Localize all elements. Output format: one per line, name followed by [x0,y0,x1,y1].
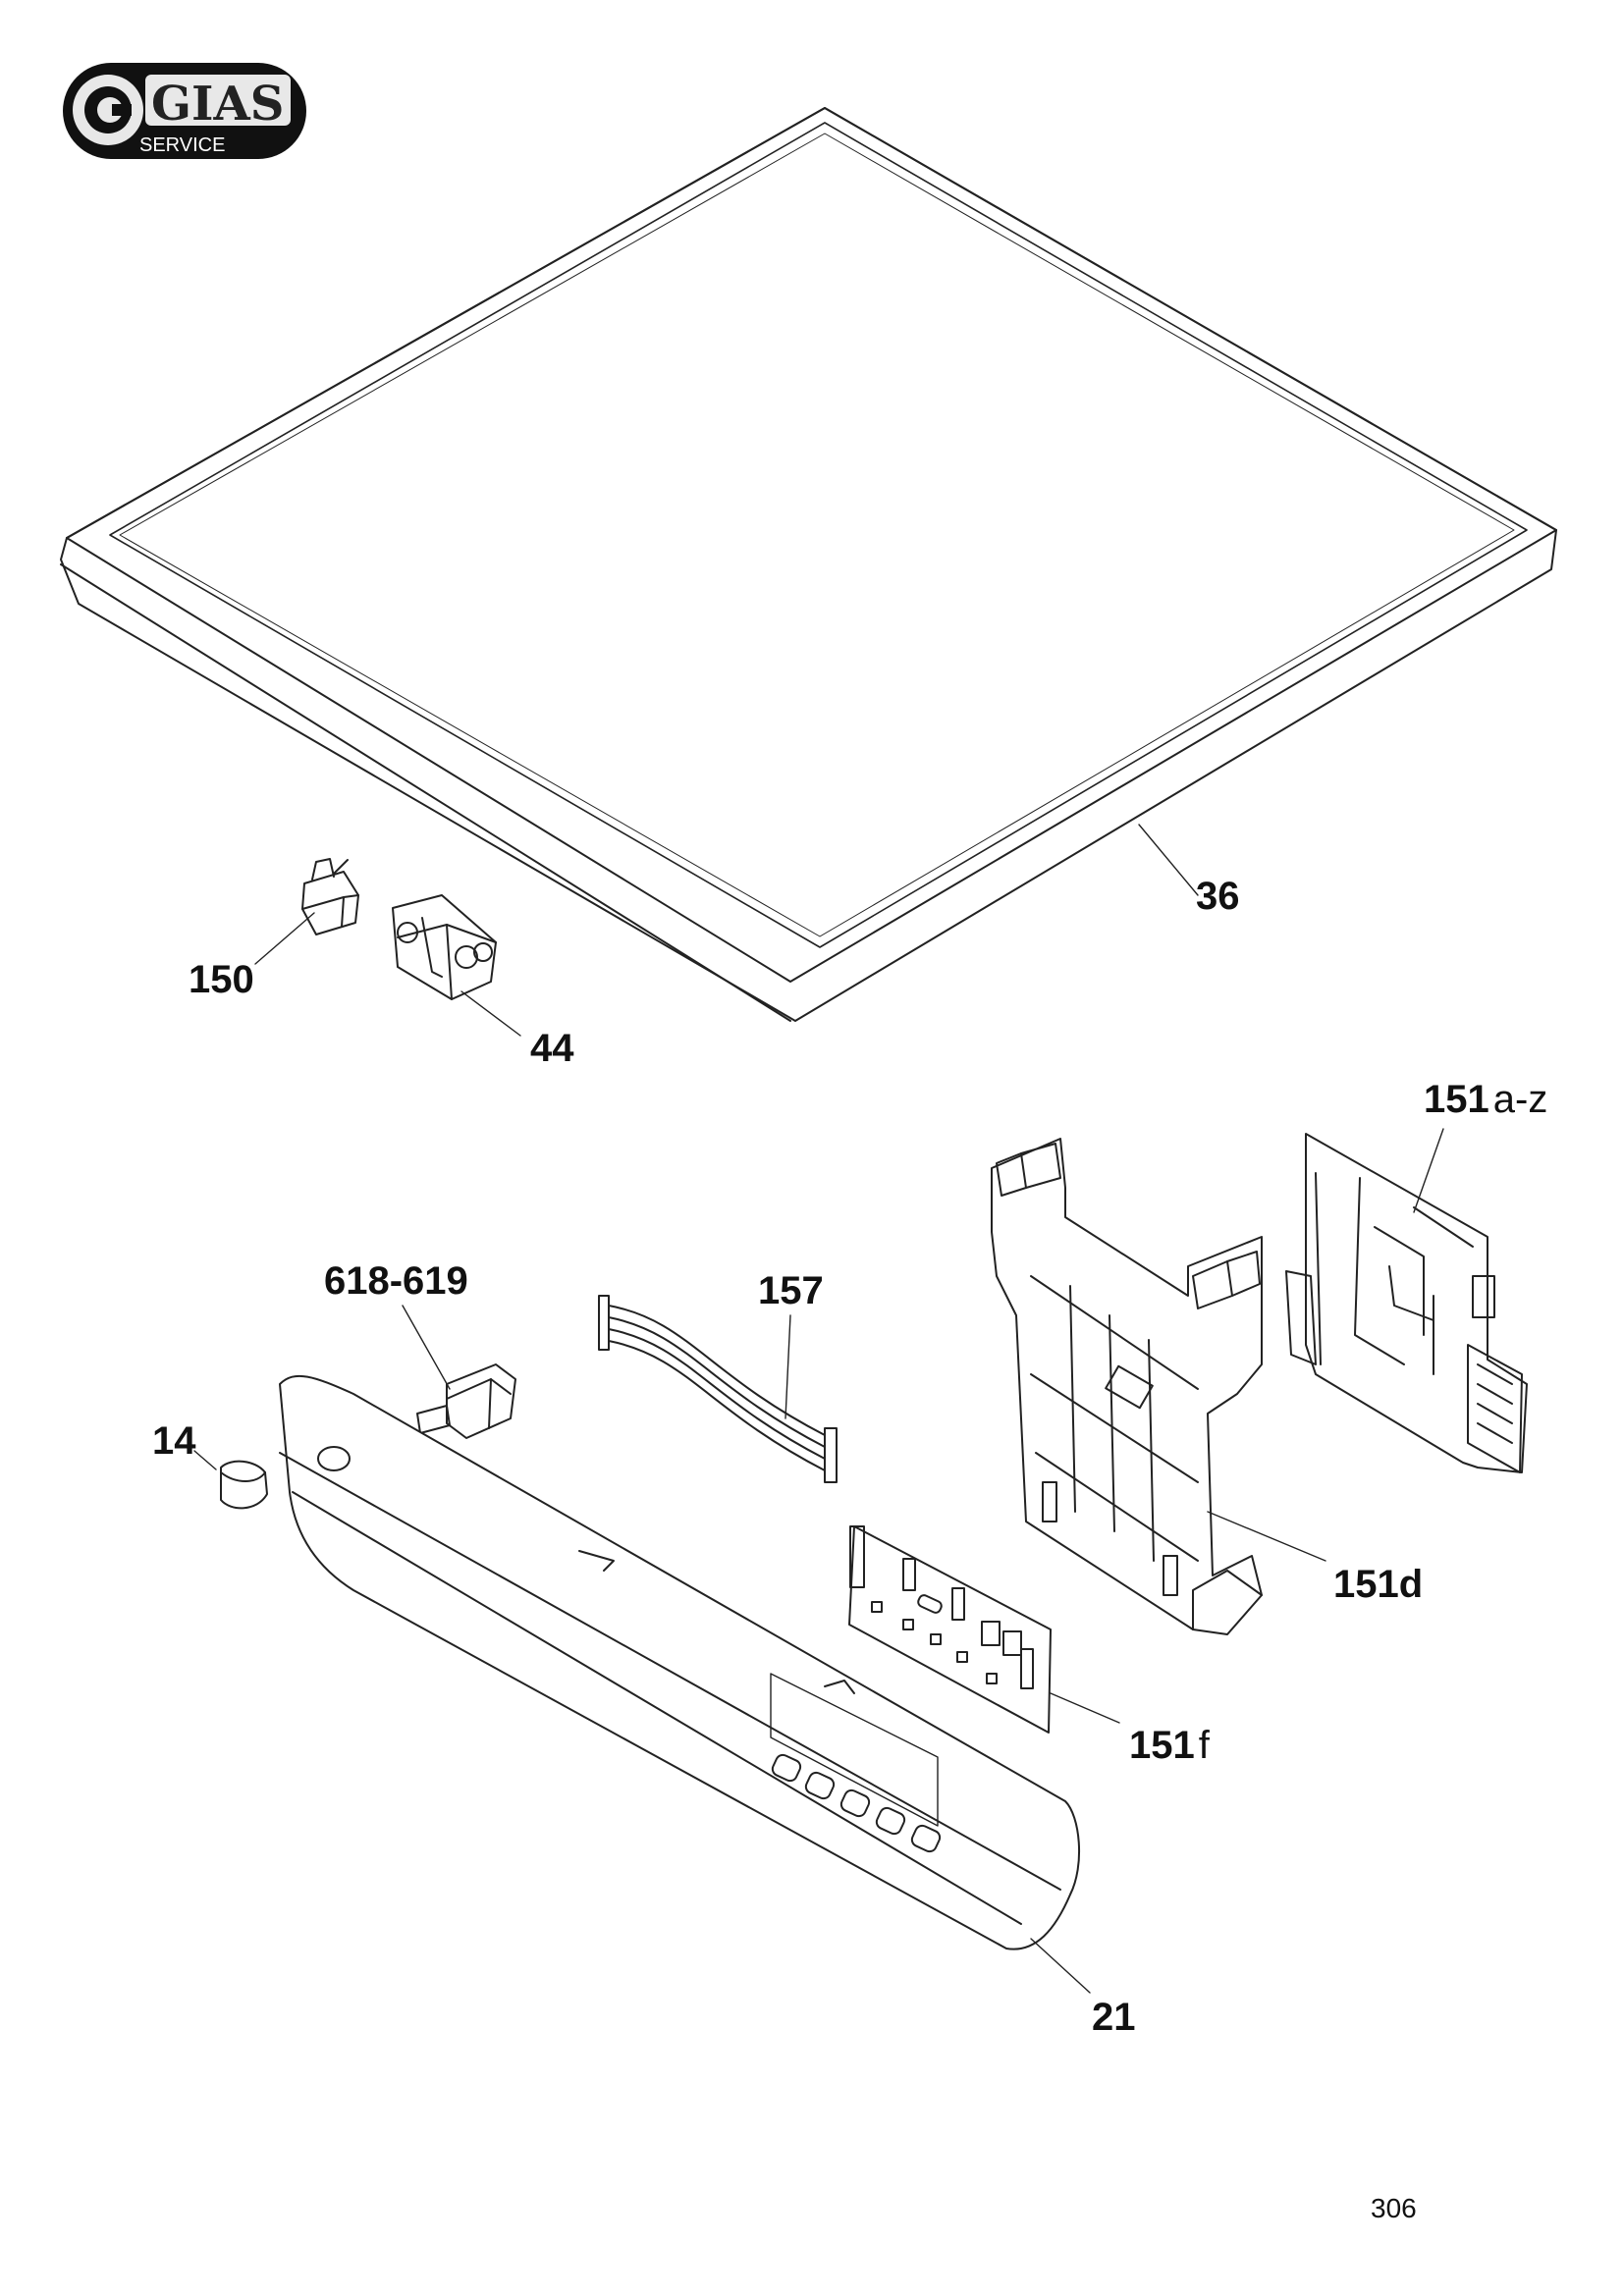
callout-618-619: 618-619 [324,1259,468,1303]
part-36-worktop [60,107,1557,1022]
part-150-micro-switch [301,858,359,935]
leader-lines [193,824,1444,1994]
part-618-619-push-switch [416,1363,516,1439]
part-151az-control-board [1285,1133,1528,1473]
callout-36: 36 [1196,875,1240,918]
logo-wordmark: GIAS [151,77,284,132]
page-number: 306 [1371,2193,1417,2223]
gias-service-logo: GIAS SERVICE [63,63,306,159]
callout-21: 21 [1092,1996,1136,2039]
part-157-ribbon-cable [598,1295,838,1483]
callout-44: 44 [530,1027,574,1070]
callout-151d: 151d [1333,1563,1424,1606]
part-21-control-panel [279,1374,1080,1950]
callout-14: 14 [152,1419,196,1463]
callout-157: 157 [758,1269,824,1312]
logo-tagline: SERVICE [139,134,225,156]
part-151d-board-holder [991,1138,1263,1635]
part-151f-display-board [848,1525,1052,1734]
part-14-knob [220,1460,268,1510]
callout-150: 150 [189,958,254,1001]
part-44-door-lock [392,894,497,1000]
